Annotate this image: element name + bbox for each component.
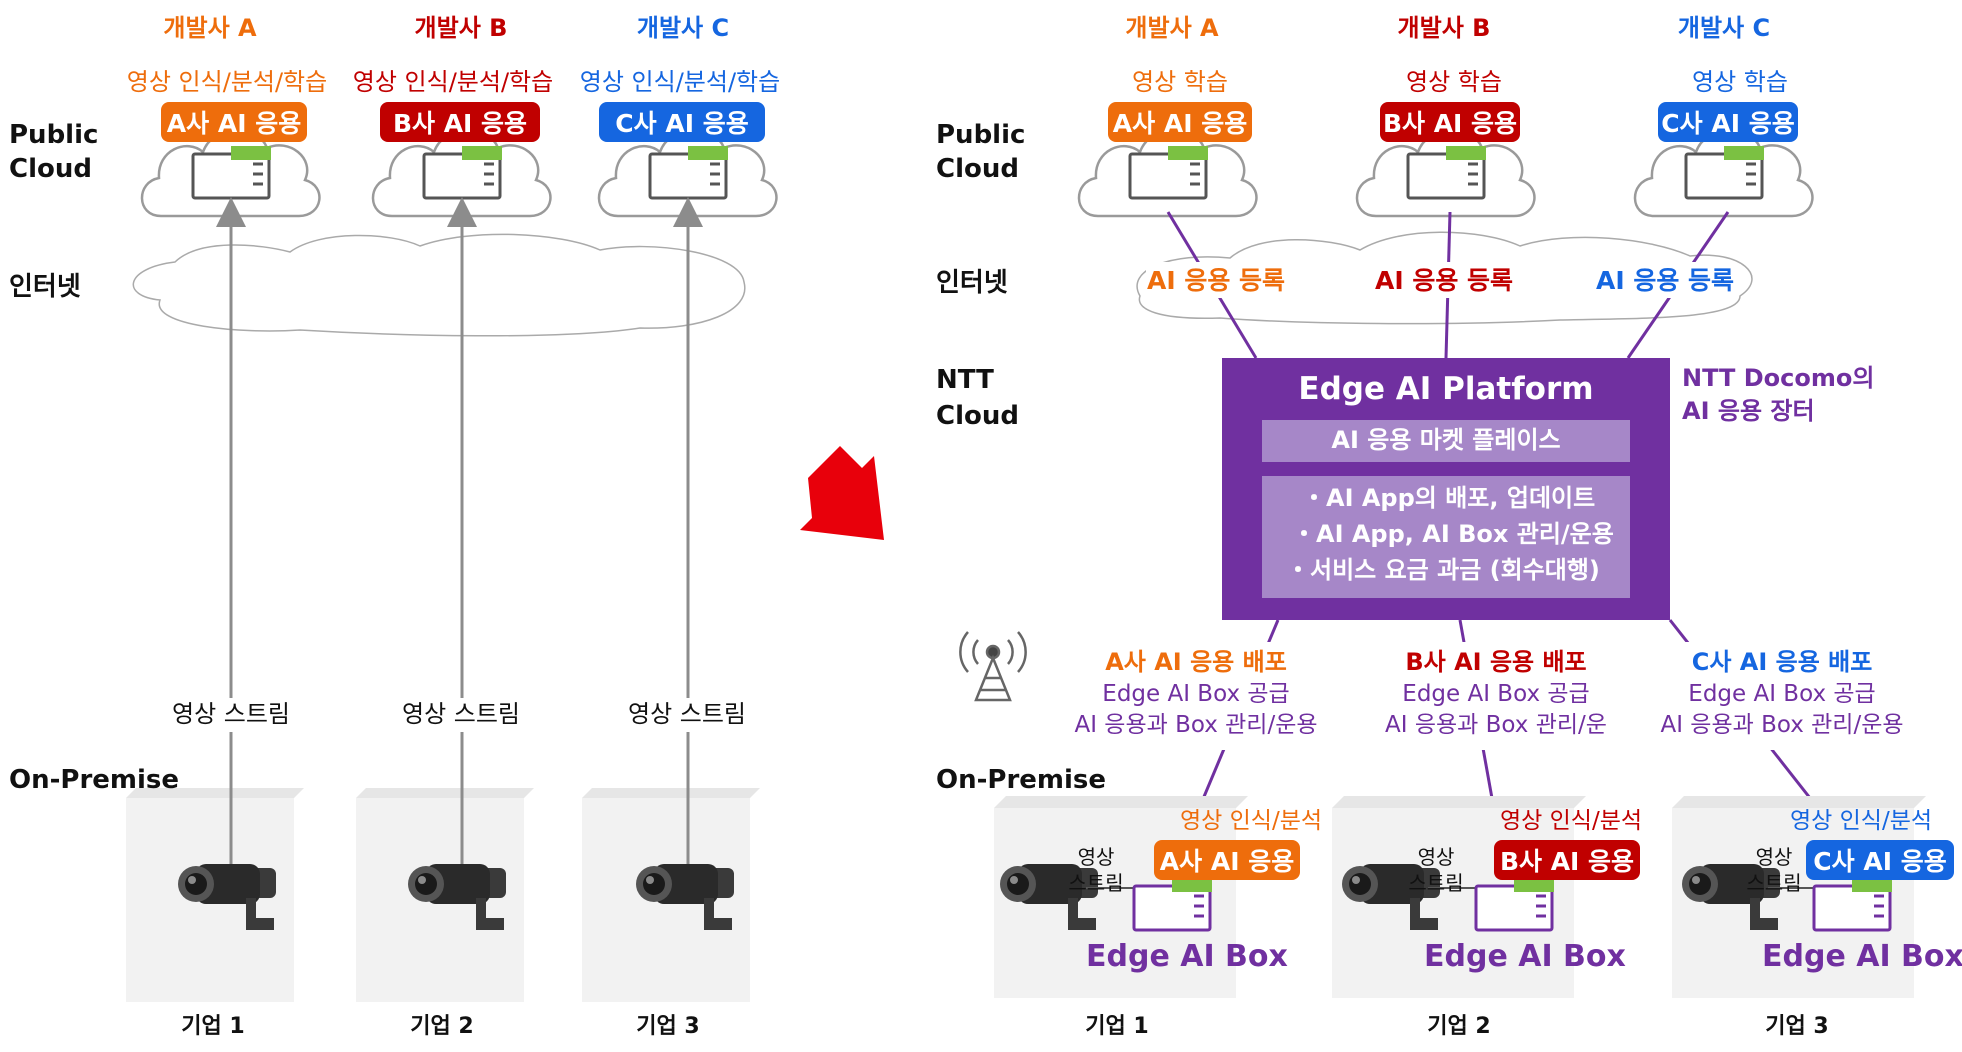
company-label: 기업 1 [1085, 1014, 1149, 1039]
ai-app-badge: A사 AI 응용 [161, 102, 307, 142]
deployment-title: A사 AI 응용 배포 [1105, 648, 1287, 676]
deployment-title: B사 AI 응용 배포 [1405, 648, 1587, 676]
server-icon [422, 144, 504, 200]
layer-label-on-premise: On-Premise [936, 765, 1107, 795]
developer-name: 개발사 A [163, 14, 257, 42]
feature-item: ・AI App, AI Box 관리/운용 [1292, 520, 1614, 548]
server-icon [648, 144, 730, 200]
ai-app-badge: C사 AI 응용 [1658, 102, 1798, 142]
layer-label-on-premise: On-Premise [9, 765, 180, 795]
server-icon [1406, 144, 1488, 200]
company-label: 기업 2 [410, 1014, 474, 1039]
service-label: 영상 학습 [1406, 68, 1502, 96]
deployment-line: AI 응용과 Box 관리/운 [1385, 712, 1607, 738]
server-icon [191, 144, 273, 200]
service-label: 영상 인식/분석/학습 [352, 68, 554, 96]
company-label: 기업 3 [1765, 1014, 1829, 1039]
feature-item: ・서비스 요금 과금 (회수대행) [1286, 556, 1600, 584]
server-icon [1812, 876, 1894, 932]
deployment-line: Edge AI Box 공급 [1102, 681, 1290, 707]
developer-name: 개발사 B [1397, 14, 1491, 42]
edge-box-label: Edge AI Box [1424, 939, 1626, 974]
company-label: 기업 3 [636, 1014, 700, 1039]
stream-label: 영상 스트림 [1746, 845, 1802, 895]
server-icon [1684, 144, 1766, 200]
feature-item: ・AI App의 배포, 업데이트 [1302, 484, 1596, 512]
marketplace-bar: AI 응용 마켓 플레이스 [1262, 420, 1630, 462]
ai-app-badge: A사 AI 응용 [1154, 840, 1300, 880]
deployment-line: AI 응용과 Box 관리/운용 [1660, 712, 1904, 738]
stream-label: 영상 스트림 [1408, 845, 1464, 895]
layer-label-public-cloud: Public Cloud [936, 120, 1026, 184]
server-icon [1128, 144, 1210, 200]
company-label: 기업 2 [1427, 1014, 1491, 1039]
edge-box-label: Edge AI Box [1762, 939, 1962, 974]
ai-app-badge: C사 AI 응용 [1806, 840, 1954, 880]
deployment-line: Edge AI Box 공급 [1402, 681, 1590, 707]
stream-label: 영상 스트림 [171, 700, 291, 728]
layer-label-ntt-cloud: NTT Cloud [936, 365, 1019, 431]
service-label: 영상 인식/분석/학습 [579, 68, 781, 96]
service-label: 영상 학습 [1132, 68, 1228, 96]
ai-app-badge: C사 AI 응용 [599, 102, 765, 142]
layer-label-internet: 인터넷 [936, 268, 1008, 298]
edge-box-label: Edge AI Box [1086, 939, 1288, 974]
ai-app-badge: B사 AI 응용 [380, 102, 540, 142]
developer-name: 개발사 B [414, 14, 508, 42]
radio-tower-icon [959, 631, 1027, 702]
register-label: AI 응용 등록 [1374, 266, 1514, 295]
ai-app-badge: A사 AI 응용 [1108, 102, 1252, 142]
ai-app-badge: B사 AI 응용 [1494, 840, 1640, 880]
developer-name: 개발사 C [1677, 14, 1771, 42]
stream-label: 영상 스트림 [1068, 845, 1124, 895]
service-label: 영상 인식/분석 [1500, 808, 1643, 834]
stream-label: 영상 스트림 [401, 700, 521, 728]
platform-title: Edge AI Platform [1298, 371, 1594, 407]
stream-label: 영상 스트림 [627, 700, 747, 728]
red-arrow-icon [800, 446, 884, 540]
layer-label-internet: 인터넷 [9, 272, 81, 302]
service-label: 영상 인식/분석 [1180, 808, 1323, 834]
deployment-title: C사 AI 응용 배포 [1691, 648, 1873, 676]
service-label: 영상 학습 [1692, 68, 1788, 96]
developer-name: 개발사 A [1125, 14, 1219, 42]
platform-features: ・AI App의 배포, 업데이트 ・AI App, AI Box 관리/운용 … [1262, 476, 1630, 598]
service-label: 영상 인식/분석 [1790, 808, 1933, 834]
service-label: 영상 인식/분석/학습 [126, 68, 328, 96]
internet-cloud-icon [132, 233, 746, 337]
developer-name: 개발사 C [636, 14, 730, 42]
register-label: AI 응용 등록 [1595, 266, 1735, 295]
internet-cloud-icon [1136, 231, 1753, 325]
ai-app-badge: B사 AI 응용 [1380, 102, 1520, 142]
edge-ai-platform: Edge AI Platform AI 응용 마켓 플레이스 ・AI App의 … [1222, 358, 1670, 620]
server-icon [1132, 876, 1214, 932]
deployment-line: AI 응용과 Box 관리/운용 [1074, 712, 1318, 738]
company-label: 기업 1 [181, 1014, 245, 1039]
deployment-line: Edge AI Box 공급 [1688, 681, 1876, 707]
marketplace-label: AI 응용 마켓 플레이스 [1331, 426, 1561, 454]
register-label: AI 응용 등록 [1146, 266, 1286, 295]
server-icon [1474, 876, 1556, 932]
platform-note: NTT Docomo의 AI 응용 장터 [1682, 364, 1875, 425]
layer-label-public-cloud: Public Cloud [9, 120, 99, 184]
